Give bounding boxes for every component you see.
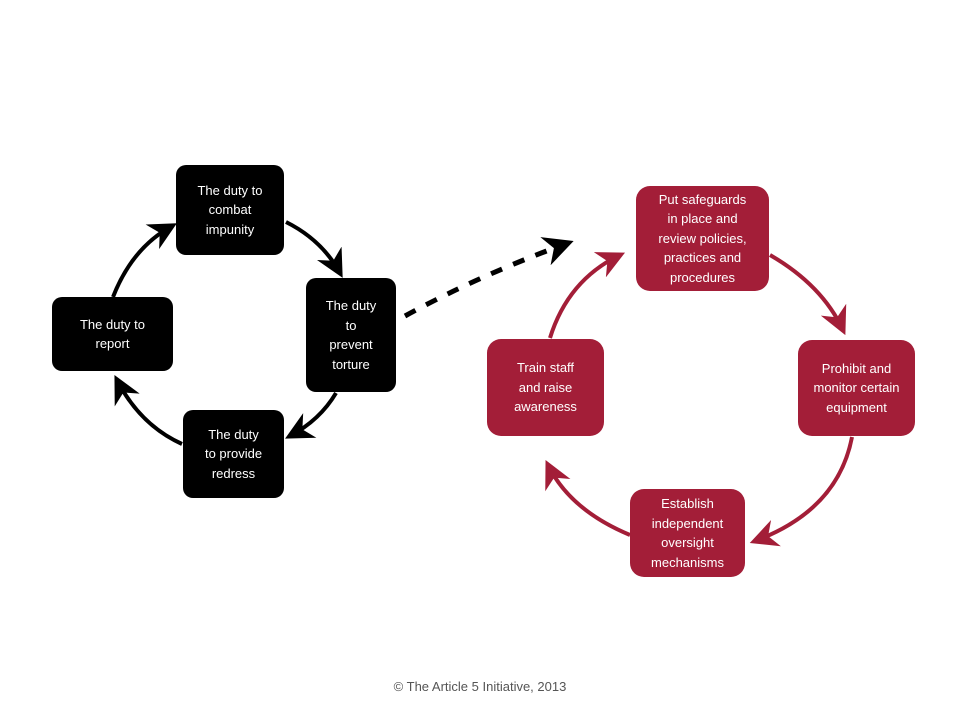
node-duty-combat-impunity: The duty to combat impunity xyxy=(176,165,284,255)
node-put-safeguards: Put safeguards in place and review polic… xyxy=(636,186,769,291)
node-train-staff: Train staff and raise awareness xyxy=(487,339,604,436)
arrow-redress-to-report xyxy=(114,375,183,446)
copyright-notice: © The Article 5 Initiative, 2013 xyxy=(393,679,567,694)
node-duty-provide-redress: The duty to provide redress xyxy=(183,410,284,498)
node-prohibit-monitor-equipment: Prohibit and monitor certain equipment xyxy=(798,340,915,436)
arrow-safeguards-to-prohibit xyxy=(769,253,847,336)
arrow-prohibit-to-oversight xyxy=(749,436,854,547)
arrow-combat-to-prevent xyxy=(285,220,343,278)
arrow-report-to-combat xyxy=(111,223,177,298)
arrow-train-to-safeguards xyxy=(548,252,626,339)
node-duty-prevent-torture: The duty to prevent torture xyxy=(306,278,396,392)
node-establish-oversight: Establish independent oversight mechanis… xyxy=(630,489,745,577)
node-duty-report: The duty to report xyxy=(52,297,173,371)
arrow-prevent-to-redress xyxy=(285,391,338,439)
arrow-oversight-to-train xyxy=(545,459,631,537)
dashed-connector-arrow xyxy=(403,237,574,319)
